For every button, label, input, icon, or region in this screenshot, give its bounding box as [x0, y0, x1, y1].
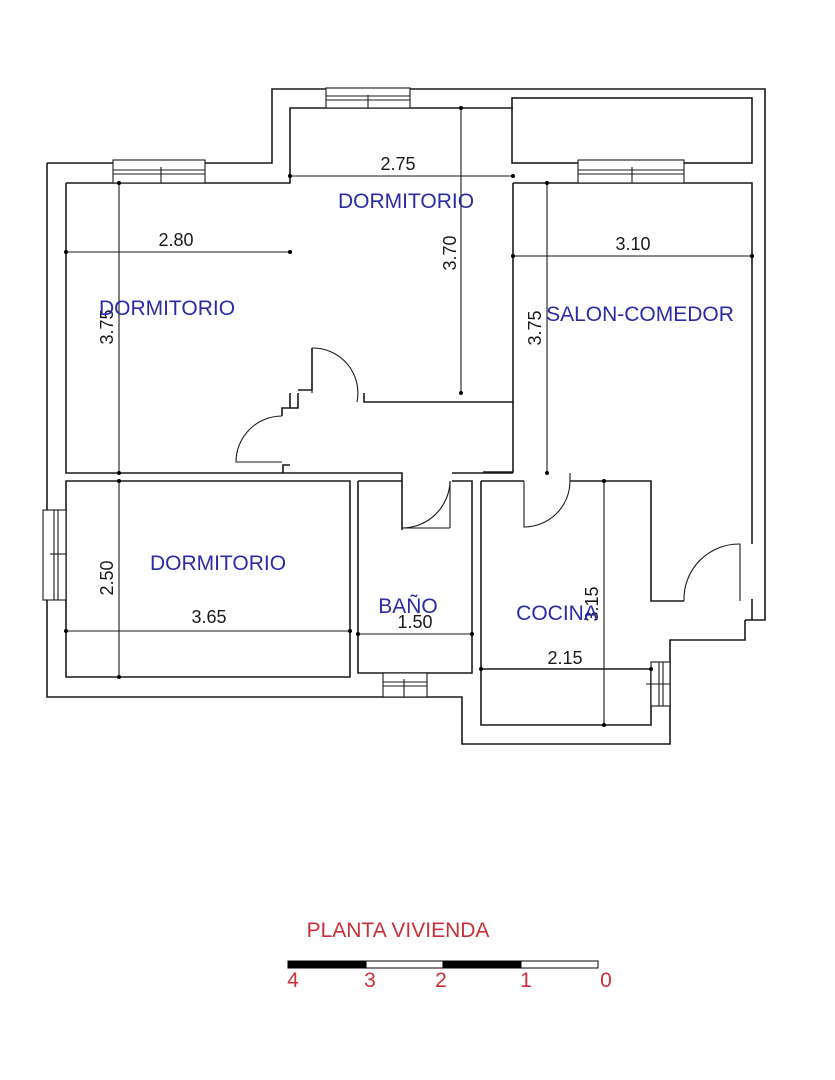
dim-salon-width: 3.10: [615, 234, 650, 254]
outer-walls: [46, 88, 766, 745]
dim-dorm-top-depth: 3.70: [440, 235, 460, 270]
dim-bano-width: 1.50: [397, 612, 432, 632]
dim-dorm-bottom-depth: 2.50: [97, 560, 117, 595]
scale-label-1: 1: [520, 969, 532, 992]
door-dormitorio-top: [311, 347, 359, 403]
plan-title: PLANTA VIVIENDA: [307, 919, 490, 942]
room-label-dormitorio-top: DORMITORIO: [338, 190, 474, 213]
door-cocina: [523, 473, 571, 528]
room-label-dormitorio-left: DORMITORIO: [99, 297, 235, 320]
scale-label-0: 0: [600, 969, 612, 992]
dim-salon-depth: 3.75: [525, 310, 545, 345]
doors: [235, 347, 741, 602]
dim-cocina-width: 2.15: [547, 648, 582, 668]
room-label-cocina: COCINA: [516, 602, 598, 625]
windows: [42, 87, 685, 707]
dim-dorm-left-depth: 3.75: [97, 309, 117, 344]
scale-label-2: 2: [435, 969, 447, 992]
dim-dorm-bottom-width: 3.65: [191, 607, 226, 627]
door-bano: [401, 480, 451, 529]
room-label-salon-comedor: SALON-COMEDOR: [546, 303, 734, 326]
scale-bar: [287, 960, 599, 969]
dim-dorm-left-width: 2.80: [158, 230, 193, 250]
room-label-bano: BAÑO: [378, 594, 438, 618]
scale-label-4: 4: [287, 969, 299, 992]
dim-dorm-top-width: 2.75: [380, 154, 415, 174]
scale-label-3: 3: [364, 969, 376, 992]
door-dormitorio-left: [235, 415, 283, 463]
dimension-lines: [64, 106, 754, 727]
door-entrada: [683, 543, 741, 602]
room-label-dormitorio-bottom: DORMITORIO: [150, 552, 286, 575]
dim-cocina-depth: 3.15: [582, 586, 602, 621]
